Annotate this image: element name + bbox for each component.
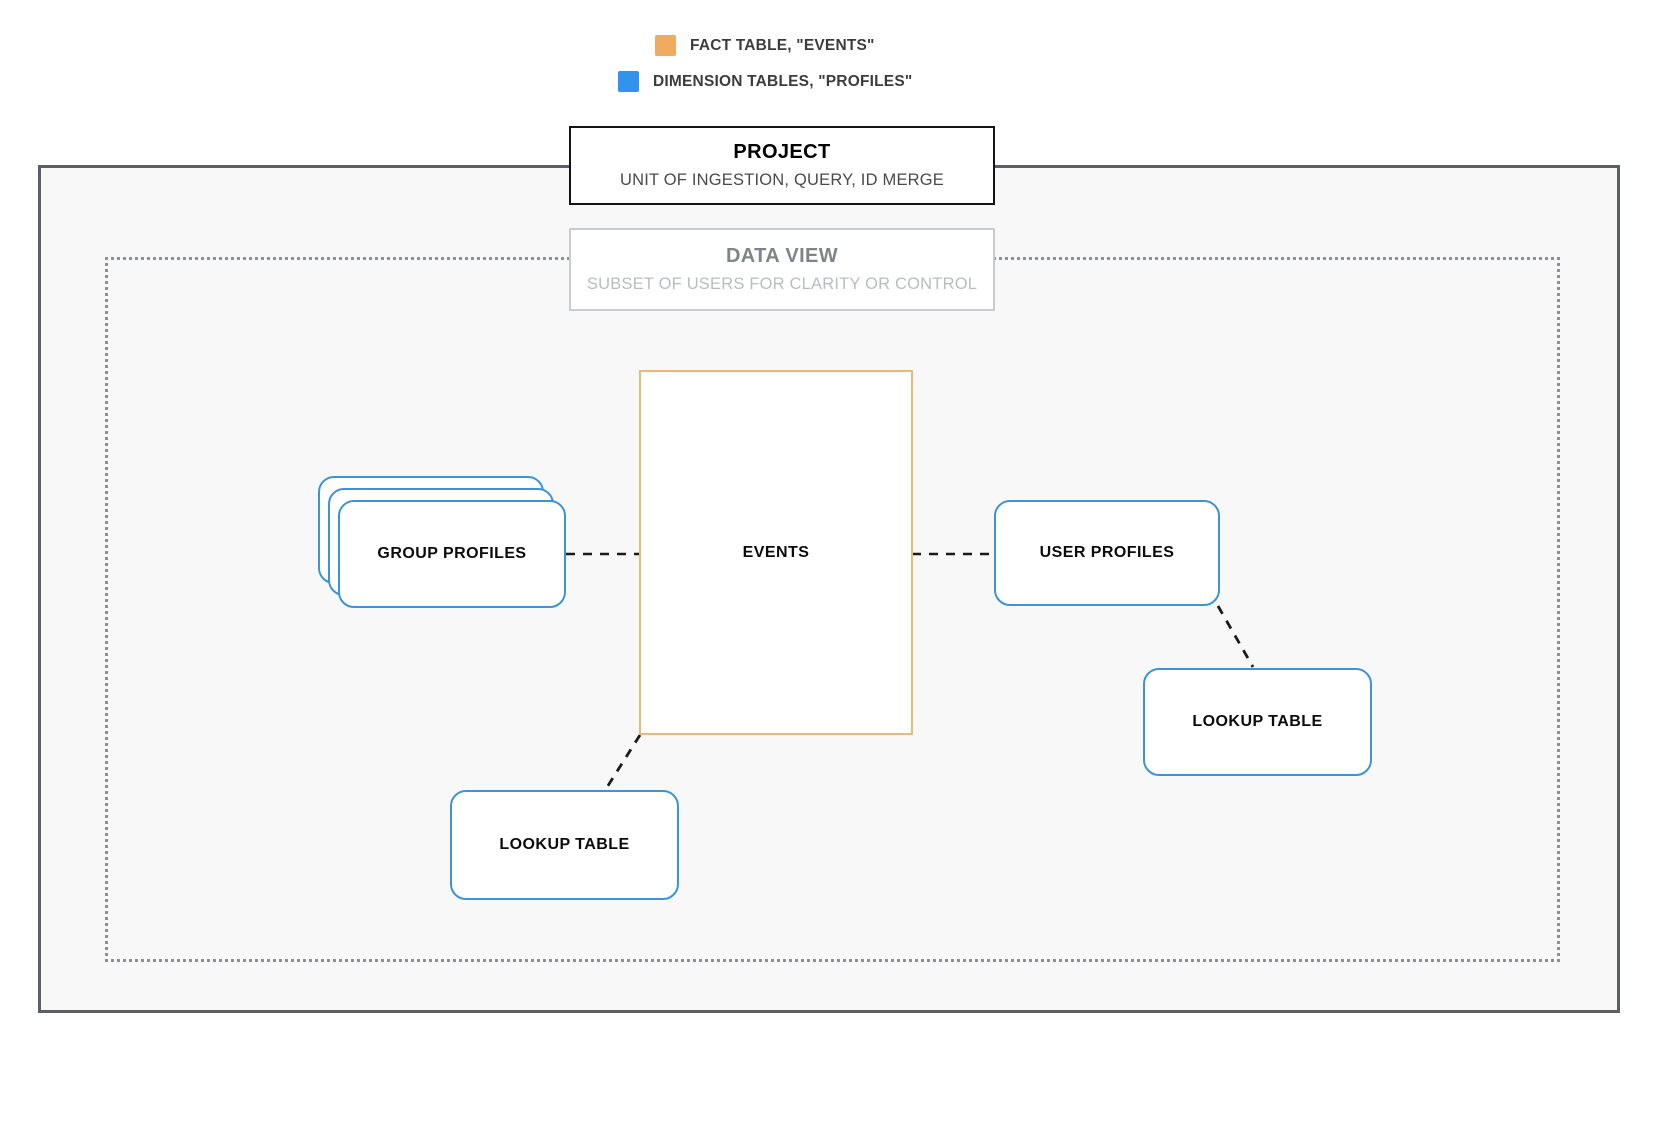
node-lookup-table-left-label: LOOKUP TABLE xyxy=(499,836,630,853)
project-plaque: PROJECT UNIT OF INGESTION, QUERY, ID MER… xyxy=(569,126,995,205)
project-title: PROJECT xyxy=(733,141,831,163)
legend-item-dimension-tables: DIMENSION TABLES, "PROFILES" xyxy=(618,71,912,92)
node-group-profiles[interactable]: GROUP PROFILES xyxy=(338,500,566,608)
project-subtitle: UNIT OF INGESTION, QUERY, ID MERGE xyxy=(619,171,944,189)
blue-square-swatch xyxy=(618,71,639,92)
data-view-title: DATA VIEW xyxy=(725,245,839,267)
legend-item-fact-table: FACT TABLE, "EVENTS" xyxy=(655,35,875,56)
node-events[interactable]: EVENTS xyxy=(639,370,913,735)
node-user-profiles-label: USER PROFILES xyxy=(1039,544,1175,561)
legend-label-dimension-tables: DIMENSION TABLES, "PROFILES" xyxy=(653,72,913,90)
orange-square-swatch xyxy=(655,35,676,56)
legend-label-fact-table: FACT TABLE, "EVENTS" xyxy=(690,36,875,54)
node-lookup-table-right-label: LOOKUP TABLE xyxy=(1192,713,1323,730)
node-events-label: EVENTS xyxy=(742,543,810,561)
data-view-plaque: DATA VIEW SUBSET OF USERS FOR CLARITY OR… xyxy=(569,228,995,311)
data-view-subtitle: SUBSET OF USERS FOR CLARITY OR CONTROL xyxy=(586,275,978,293)
node-lookup-table-left[interactable]: LOOKUP TABLE xyxy=(450,790,679,900)
node-user-profiles[interactable]: USER PROFILES xyxy=(994,500,1220,606)
node-group-profiles-label: GROUP PROFILES xyxy=(377,545,527,562)
node-lookup-table-right[interactable]: LOOKUP TABLE xyxy=(1143,668,1372,776)
